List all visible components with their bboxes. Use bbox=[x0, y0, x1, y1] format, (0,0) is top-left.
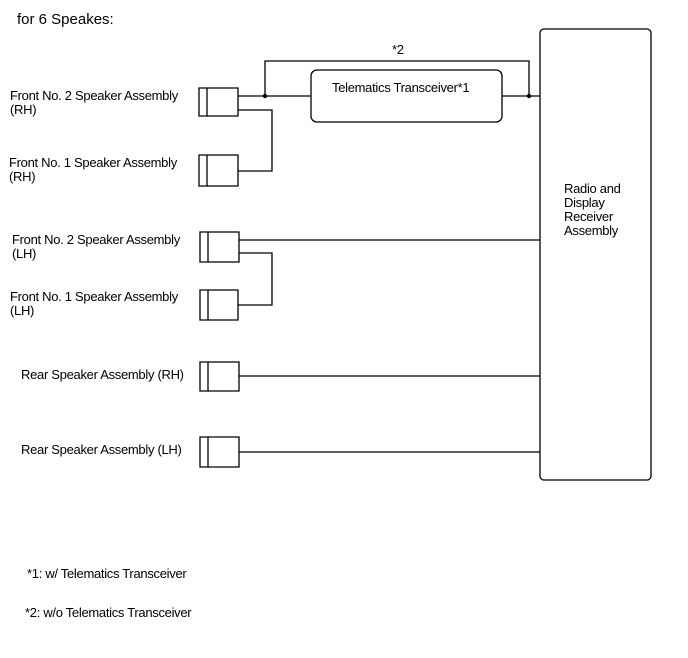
speaker-label-name: Front No. 2 Speaker Assembly bbox=[12, 232, 180, 247]
speaker-icon bbox=[199, 361, 240, 392]
wire-front-rh bbox=[238, 60, 540, 172]
speaker-icon bbox=[198, 87, 239, 117]
speaker-label-name: Rear Speaker Assembly (RH) bbox=[21, 367, 184, 382]
speaker-label-side: (RH) bbox=[10, 102, 37, 117]
speaker-label-name: Front No. 1 Speaker Assembly bbox=[9, 155, 177, 170]
speaker-icon bbox=[199, 436, 240, 468]
radio-label-line3: Receiver bbox=[564, 209, 613, 224]
radio-label-line2: Display bbox=[564, 195, 605, 210]
speaker-label-name: Front No. 2 Speaker Assembly bbox=[10, 88, 178, 103]
speaker-icon bbox=[199, 289, 239, 321]
speaker-label-side: (LH) bbox=[10, 303, 35, 318]
footnote-2: *2: w/o Telematics Transceiver bbox=[25, 605, 192, 620]
speaker-label-name: Rear Speaker Assembly (LH) bbox=[21, 442, 182, 457]
speaker-label-side: (RH) bbox=[9, 169, 36, 184]
junction-dot bbox=[526, 93, 532, 99]
speaker-label-side: (LH) bbox=[12, 246, 37, 261]
junction-dot bbox=[262, 93, 268, 99]
telematics-transceiver-box bbox=[310, 69, 503, 123]
speaker-icon bbox=[198, 154, 239, 187]
label-star2: *2 bbox=[392, 42, 404, 57]
speaker-label-name: Front No. 1 Speaker Assembly bbox=[10, 289, 178, 304]
radio-receiver-box bbox=[539, 28, 652, 481]
page-title: for 6 Speakes: bbox=[17, 11, 114, 28]
wire-front-lh bbox=[238, 239, 540, 306]
speaker-icon bbox=[199, 231, 240, 263]
radio-label-line4: Assembly bbox=[564, 223, 618, 238]
footnote-1: *1: w/ Telematics Transceiver bbox=[27, 566, 187, 581]
telematics-label: Telematics Transceiver*1 bbox=[332, 80, 470, 95]
radio-label-line1: Radio and bbox=[564, 181, 621, 196]
